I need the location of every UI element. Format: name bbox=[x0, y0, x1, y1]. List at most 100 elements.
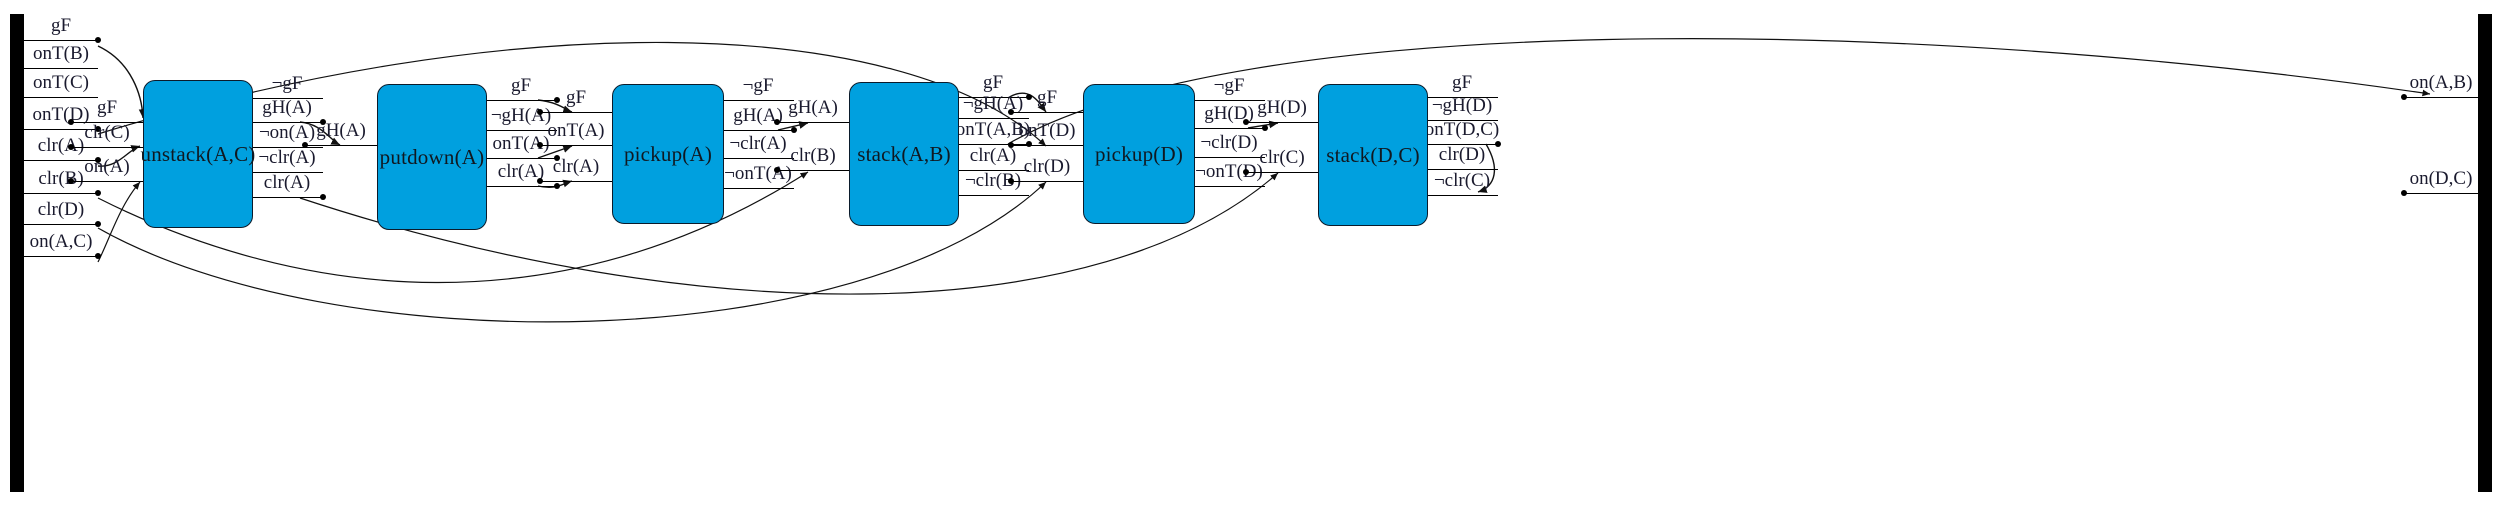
port-label: gF bbox=[510, 75, 532, 96]
action-node-unstack[interactable]: unstack(A,C) bbox=[141, 80, 255, 228]
port-label: clr(D) bbox=[1438, 144, 1486, 165]
stub-line bbox=[722, 100, 794, 101]
port-dot bbox=[320, 194, 326, 200]
port-dot bbox=[537, 109, 543, 115]
action-node-stack-dc[interactable]: stack(D,C) bbox=[1318, 84, 1428, 226]
stub-line bbox=[24, 256, 98, 257]
port-dot bbox=[1495, 141, 1501, 147]
stub-line bbox=[1193, 186, 1265, 187]
port-label: ¬gH(A) bbox=[490, 105, 552, 126]
stub-line bbox=[485, 158, 557, 159]
action-label: stack(D,C) bbox=[1326, 142, 1420, 167]
stub-line bbox=[485, 130, 557, 131]
port-dot bbox=[1008, 109, 1014, 115]
port-label: onT(D,C) bbox=[1424, 119, 1500, 140]
port-label: clr(A) bbox=[969, 145, 1017, 166]
stub-line bbox=[1193, 157, 1265, 158]
port-label: gF bbox=[565, 87, 587, 108]
port-label: gH(A) bbox=[262, 97, 312, 118]
action-label: pickup(A) bbox=[623, 141, 713, 166]
stub-line bbox=[24, 40, 98, 41]
port-dot bbox=[554, 97, 560, 103]
init-prop-label: clr(D) bbox=[37, 199, 85, 220]
port-label: gH(A) bbox=[788, 97, 838, 118]
port-label: clr(A) bbox=[263, 172, 311, 193]
stub-line bbox=[24, 160, 98, 161]
port-dot bbox=[95, 221, 101, 227]
port-label: clr(A) bbox=[552, 156, 600, 177]
action-node-stack-ab[interactable]: stack(A,B) bbox=[849, 82, 959, 226]
port-dot bbox=[68, 119, 74, 125]
port-label: gF bbox=[96, 97, 118, 118]
stub-line bbox=[1011, 181, 1083, 182]
goal-prop-label: on(A,B) bbox=[2409, 72, 2473, 93]
port-dot bbox=[1008, 178, 1014, 184]
port-label: gH(D) bbox=[1257, 97, 1307, 118]
action-node-pickup-d[interactable]: pickup(D) bbox=[1083, 84, 1195, 224]
port-label: gF bbox=[982, 72, 1004, 93]
stub-line bbox=[540, 112, 612, 113]
stub-line bbox=[957, 170, 1029, 171]
stub-line bbox=[540, 181, 612, 182]
port-dot bbox=[1243, 119, 1249, 125]
port-label: on(A) bbox=[84, 156, 130, 177]
stub-line bbox=[24, 97, 98, 98]
stub-line bbox=[777, 122, 849, 123]
port-label: ¬clr(C) bbox=[1433, 170, 1491, 191]
port-label: ¬on(A) bbox=[258, 122, 316, 143]
goal-state-bar bbox=[2478, 14, 2492, 492]
port-dot bbox=[537, 178, 543, 184]
port-dot bbox=[95, 190, 101, 196]
port-dot bbox=[774, 119, 780, 125]
port-label: clr(C) bbox=[84, 122, 130, 143]
action-node-pickup-a[interactable]: pickup(A) bbox=[612, 84, 724, 224]
port-dot bbox=[554, 183, 560, 189]
action-label: stack(A,B) bbox=[857, 141, 951, 166]
port-label: clr(D) bbox=[1023, 156, 1071, 177]
port-dot bbox=[1026, 94, 1032, 100]
stub-line bbox=[540, 145, 612, 146]
action-label: pickup(D) bbox=[1094, 141, 1184, 166]
port-dot bbox=[95, 253, 101, 259]
stub-line bbox=[251, 197, 323, 198]
stub-line bbox=[1246, 122, 1318, 123]
port-dot bbox=[2401, 94, 2407, 100]
port-label: ¬gF bbox=[271, 73, 303, 94]
init-prop-label: clr(A) bbox=[37, 135, 85, 156]
port-label: ¬gH(D) bbox=[1431, 95, 1493, 116]
port-dot bbox=[1243, 169, 1249, 175]
port-label: ¬clr(A) bbox=[258, 147, 316, 168]
port-dot bbox=[2401, 190, 2407, 196]
port-label: gH(A) bbox=[316, 120, 366, 141]
port-label: ¬gF bbox=[742, 75, 774, 96]
port-dot bbox=[774, 167, 780, 173]
init-prop-label: on(A,C) bbox=[29, 231, 93, 252]
init-prop-label: onT(D) bbox=[32, 104, 90, 125]
goal-prop-label: on(D,C) bbox=[2409, 168, 2473, 189]
stub-line bbox=[305, 145, 377, 146]
stub-line bbox=[71, 147, 143, 148]
action-node-putdown[interactable]: putdown(A) bbox=[377, 84, 487, 230]
port-dot bbox=[68, 144, 74, 150]
initial-state-bar bbox=[10, 14, 24, 492]
stub-line bbox=[1011, 145, 1083, 146]
stub-line bbox=[24, 193, 98, 194]
action-label: putdown(A) bbox=[379, 144, 485, 169]
port-dot bbox=[302, 142, 308, 148]
init-prop-label: onT(B) bbox=[33, 43, 89, 64]
init-prop-label: clr(B) bbox=[38, 168, 84, 189]
port-dot bbox=[68, 178, 74, 184]
port-label: onT(D) bbox=[1018, 120, 1076, 141]
init-prop-label: onT(C) bbox=[33, 72, 89, 93]
init-prop-label: gF bbox=[50, 15, 72, 36]
stub-line bbox=[777, 170, 849, 171]
stub-line bbox=[722, 130, 794, 131]
port-label: ¬clr(A) bbox=[729, 133, 787, 154]
port-dot bbox=[1262, 125, 1268, 131]
stub-line bbox=[1246, 172, 1318, 173]
stub-line bbox=[2404, 97, 2478, 98]
port-dot bbox=[537, 142, 543, 148]
port-label: onT(A) bbox=[547, 120, 605, 141]
port-dot bbox=[1008, 142, 1014, 148]
port-label: ¬clr(D) bbox=[1200, 132, 1258, 153]
